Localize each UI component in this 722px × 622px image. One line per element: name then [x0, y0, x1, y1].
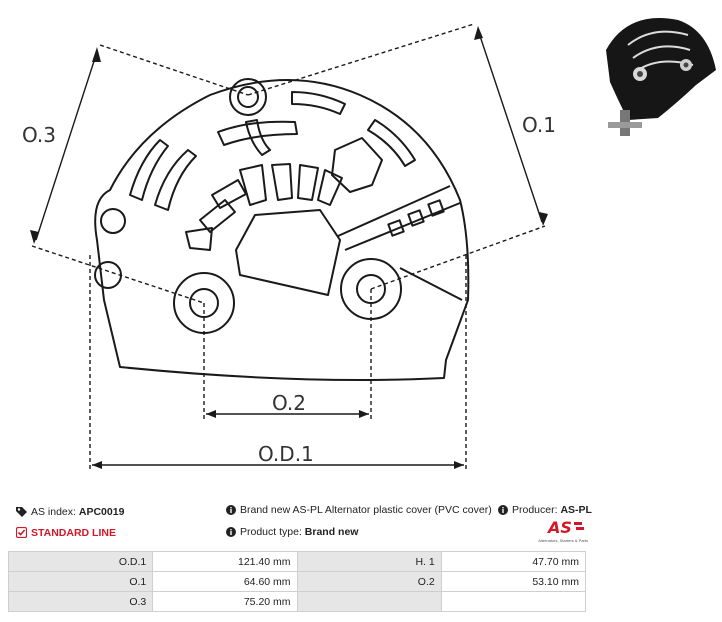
- o1-extension-top: [247, 23, 475, 96]
- spec-key: O.1: [7, 571, 154, 592]
- central-block: [235, 209, 341, 296]
- spec-value: 75.20 mm: [152, 591, 298, 612]
- logo-subtext: Alternators, Starters & Parts: [538, 538, 588, 543]
- fan-slot: [317, 169, 343, 206]
- vent-square: [407, 209, 425, 227]
- arrowhead: [359, 410, 369, 418]
- o1-label: O.1: [522, 113, 556, 137]
- slot: [291, 91, 346, 115]
- info-icon: [226, 505, 236, 515]
- description: Brand new AS-PL Alternator plastic cover…: [226, 503, 492, 517]
- producer: Producer: AS-PL: [498, 503, 592, 517]
- slot: [217, 120, 298, 146]
- spec-key: [296, 591, 442, 612]
- fan-slot: [239, 164, 267, 206]
- spec-key: O.2: [296, 571, 442, 592]
- o3-label: O.3: [22, 123, 56, 147]
- vent-square: [387, 219, 405, 237]
- arrowhead: [539, 212, 548, 226]
- o3-dimension-line: [35, 51, 98, 241]
- spec-key: O.3: [7, 591, 154, 612]
- lower-right-edge: [399, 267, 463, 301]
- spec-key: H. 1: [296, 551, 442, 572]
- fan-slot: [271, 163, 293, 201]
- od1-label: O.D.1: [258, 442, 314, 466]
- spec-value: [440, 591, 587, 612]
- o1-extension-bottom: [370, 225, 546, 290]
- arrowhead: [206, 410, 216, 418]
- arrowhead: [92, 47, 101, 62]
- spec-key: O.D.1: [7, 551, 154, 572]
- o3-extension-top: [99, 44, 249, 96]
- as-pl-logo: AS: [546, 518, 584, 537]
- info-icon: [498, 505, 508, 515]
- o3-extension-bottom: [31, 245, 205, 304]
- arrowhead: [454, 461, 464, 469]
- spec-value: 53.10 mm: [440, 571, 587, 592]
- product-photo: [606, 18, 716, 136]
- fan-slot: [297, 164, 319, 201]
- arrowhead: [92, 461, 102, 469]
- o1-dimension-line: [477, 29, 543, 223]
- fan-slot: [185, 227, 213, 251]
- checkbox-icon: [16, 527, 27, 538]
- slot: [367, 119, 416, 167]
- svg-text:AS: AS: [546, 518, 572, 537]
- top-mount-outer: [229, 78, 267, 116]
- spec-value: 121.40 mm: [152, 551, 298, 572]
- fan-slot: [211, 179, 247, 209]
- terminal-block: [331, 137, 383, 193]
- product-type: Product type: Brand new: [226, 525, 358, 539]
- info-icon: [226, 527, 236, 537]
- technical-drawing: O.3 O.1 O.2 O.D.1: [22, 18, 716, 470]
- as-index: AS index: APC0019: [16, 505, 124, 519]
- producer-value: AS-PL: [560, 504, 592, 516]
- slot: [154, 149, 197, 211]
- spec-value: 47.70 mm: [440, 551, 587, 572]
- cover-outline: [94, 79, 470, 381]
- vent-square: [427, 199, 445, 217]
- slot: [129, 139, 169, 201]
- tag-icon: [16, 507, 27, 517]
- spec-value: 64.60 mm: [152, 571, 298, 592]
- product-type-value: Brand new: [304, 526, 359, 538]
- left-ear-hole: [100, 208, 126, 234]
- standard-line: STANDARD LINE: [16, 526, 116, 540]
- arrowhead: [30, 230, 39, 244]
- arrowhead: [474, 26, 483, 40]
- left-lower-ear: [94, 261, 122, 289]
- as-index-value: APC0019: [78, 506, 125, 518]
- slot: [245, 119, 271, 156]
- o2-label: O.2: [272, 391, 306, 415]
- right-divider: [337, 185, 451, 237]
- top-mount-inner: [237, 86, 259, 108]
